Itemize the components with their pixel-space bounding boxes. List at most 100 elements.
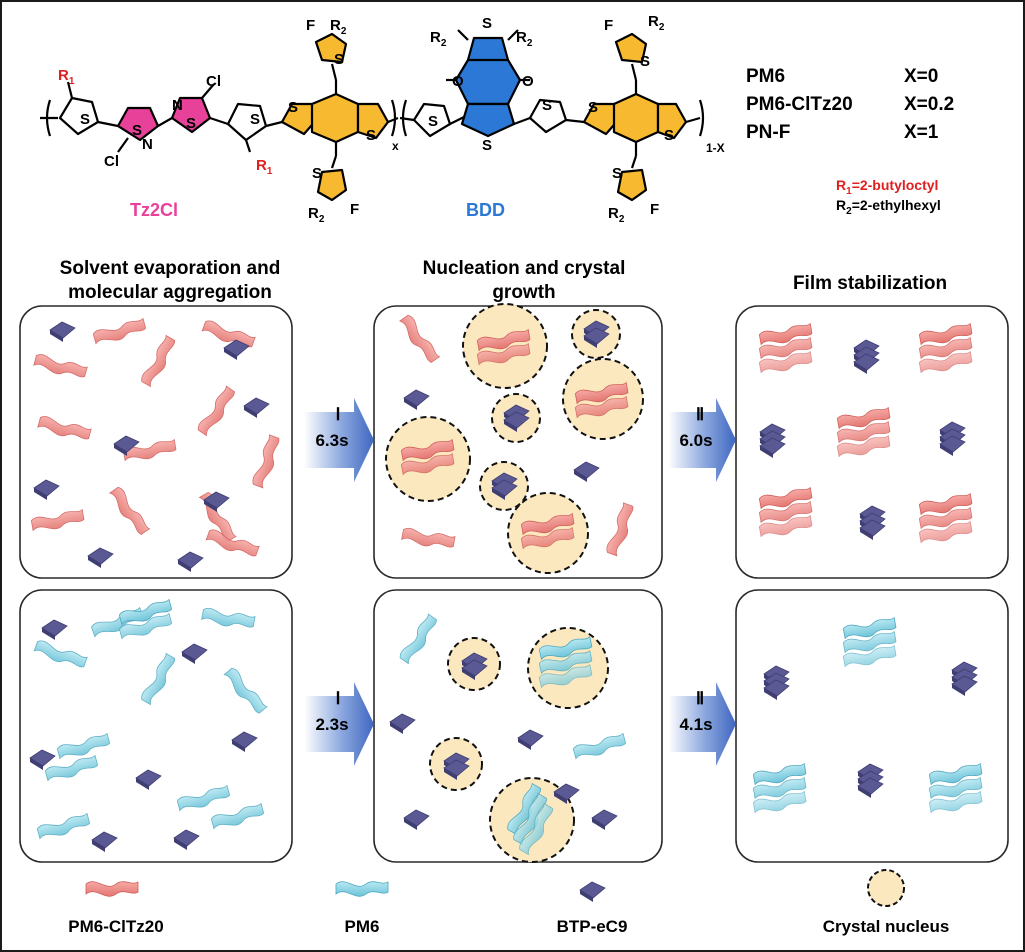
acceptor-edge bbox=[232, 740, 245, 752]
ribbon-body bbox=[400, 438, 455, 462]
btp-ec9-acceptor bbox=[583, 320, 610, 348]
atom-f: F bbox=[350, 201, 359, 218]
acceptor-edge bbox=[860, 528, 873, 540]
atom-s: S bbox=[664, 127, 674, 144]
bond bbox=[209, 116, 229, 126]
crystal-nucleus bbox=[385, 416, 471, 502]
btp-ec9-acceptor bbox=[591, 809, 618, 830]
ribbon-body bbox=[918, 336, 973, 360]
acceptor-layer bbox=[579, 881, 606, 899]
thiophene-ring bbox=[412, 102, 452, 138]
atom-s: S bbox=[640, 53, 650, 70]
pm6-cltz20-ribbon bbox=[574, 395, 629, 419]
atom-s: S bbox=[366, 127, 376, 144]
fluoro-thiophene bbox=[314, 32, 348, 64]
btp-ec9-acceptor bbox=[403, 389, 430, 410]
acceptor-edge bbox=[952, 684, 965, 696]
btp-ec9-acceptor bbox=[91, 831, 118, 852]
bdd-core bbox=[454, 58, 522, 106]
arrow-top-1 bbox=[304, 398, 374, 482]
atom-s: S bbox=[612, 165, 622, 182]
atom-n: N bbox=[142, 136, 153, 153]
pm6-ribbon bbox=[36, 812, 91, 840]
atom-labels: R1 S S N Cl N S Cl S R1 S S F R2 S S R2 … bbox=[58, 13, 725, 225]
acceptor-edge bbox=[114, 444, 127, 456]
ribbon-body bbox=[928, 790, 983, 814]
acceptor-edge bbox=[858, 786, 871, 798]
pm6-ribbon bbox=[44, 754, 99, 782]
bond bbox=[244, 139, 252, 153]
ribbon-body bbox=[85, 881, 139, 897]
molecule-glyphs bbox=[29, 303, 983, 907]
pm6-cltz20-ribbon bbox=[398, 314, 441, 363]
acceptor-layer bbox=[461, 659, 488, 677]
legend: PM6-ClTz20 PM6 BTP-eC9 Crystal nucleus bbox=[68, 917, 949, 936]
acceptor-edge bbox=[88, 556, 101, 568]
bdt-benzene bbox=[310, 92, 360, 144]
pm6-cltz20-ribbon bbox=[918, 350, 973, 374]
arrow-labels: Ⅰ 6.3s Ⅱ 6.0s Ⅰ 2.3s Ⅱ 4.1s bbox=[315, 405, 712, 734]
ribbon-body bbox=[574, 395, 629, 419]
pm6-cltz20-ribbon bbox=[520, 526, 575, 550]
acceptor-layer bbox=[759, 437, 786, 455]
pm6-ribbon bbox=[118, 612, 173, 640]
acceptor-layer bbox=[29, 749, 56, 767]
acceptor-edge bbox=[584, 336, 597, 348]
bond bbox=[507, 29, 519, 41]
pm6-cltz20-ribbon bbox=[758, 336, 813, 360]
acceptor-edge bbox=[504, 420, 517, 432]
ribbon-body bbox=[33, 640, 88, 668]
acceptor-edge bbox=[592, 818, 605, 830]
ribbon-body bbox=[928, 776, 983, 800]
bond bbox=[399, 116, 415, 122]
atom-f: F bbox=[306, 17, 315, 34]
acceptor-layer bbox=[553, 783, 580, 801]
stage2-title-line1: Nucleation and crystal bbox=[423, 258, 626, 279]
pm6-ribbon bbox=[538, 663, 593, 689]
btp-ec9-acceptor bbox=[33, 479, 60, 500]
pm6-cltz20-ribbon bbox=[37, 416, 92, 440]
pm6-ribbon bbox=[842, 616, 897, 640]
btp-ec9-acceptor bbox=[759, 423, 786, 458]
acceptor-layer bbox=[41, 619, 68, 637]
polymer-name: PM6-ClTz20 bbox=[746, 94, 853, 115]
polymer-name: PN-F bbox=[746, 122, 790, 143]
atom-s: S bbox=[334, 51, 344, 68]
pm6-cltz20-ribbon bbox=[836, 420, 891, 444]
acceptor-layer bbox=[135, 769, 162, 787]
ribbon-body bbox=[918, 492, 973, 516]
ribbon-body bbox=[223, 667, 268, 714]
acceptor-edge bbox=[34, 488, 47, 500]
ribbon-body bbox=[476, 328, 531, 352]
polymer-name: PM6 bbox=[746, 66, 785, 87]
ribbon-body bbox=[572, 732, 627, 760]
pm6-ribbon bbox=[141, 652, 176, 706]
ribbon-body bbox=[836, 406, 891, 430]
acceptor-layer bbox=[583, 327, 610, 345]
acceptor-edge bbox=[182, 652, 195, 664]
atom-s: S bbox=[80, 111, 90, 128]
ribbon-body bbox=[758, 350, 813, 374]
ribbon-body bbox=[476, 342, 531, 366]
acceptor-edge bbox=[764, 688, 777, 700]
pm6-cltz20-ribbon bbox=[108, 486, 151, 535]
acceptor-layer bbox=[87, 547, 114, 565]
acceptor-layer bbox=[763, 679, 790, 697]
ribbon-body bbox=[606, 502, 634, 557]
btp-ec9-acceptor bbox=[203, 491, 230, 512]
pm6-cltz20-ribbon bbox=[141, 334, 176, 388]
pm6-ribbon bbox=[752, 762, 807, 786]
ribbon-body bbox=[758, 336, 813, 360]
pm6-cltz20-ribbon bbox=[92, 317, 147, 345]
acceptor-edge bbox=[760, 446, 773, 458]
ribbon-body bbox=[842, 630, 897, 654]
ribbon-body bbox=[118, 612, 173, 640]
arrow-top-1-time: 6.3s bbox=[315, 431, 348, 450]
acceptor-edge bbox=[518, 738, 531, 750]
acceptor-layer bbox=[173, 829, 200, 847]
ribbon-body bbox=[752, 776, 807, 800]
acceptor-layer bbox=[951, 675, 978, 693]
atom-s: S bbox=[312, 165, 322, 182]
subscript-1-x: 1-X bbox=[706, 141, 725, 155]
